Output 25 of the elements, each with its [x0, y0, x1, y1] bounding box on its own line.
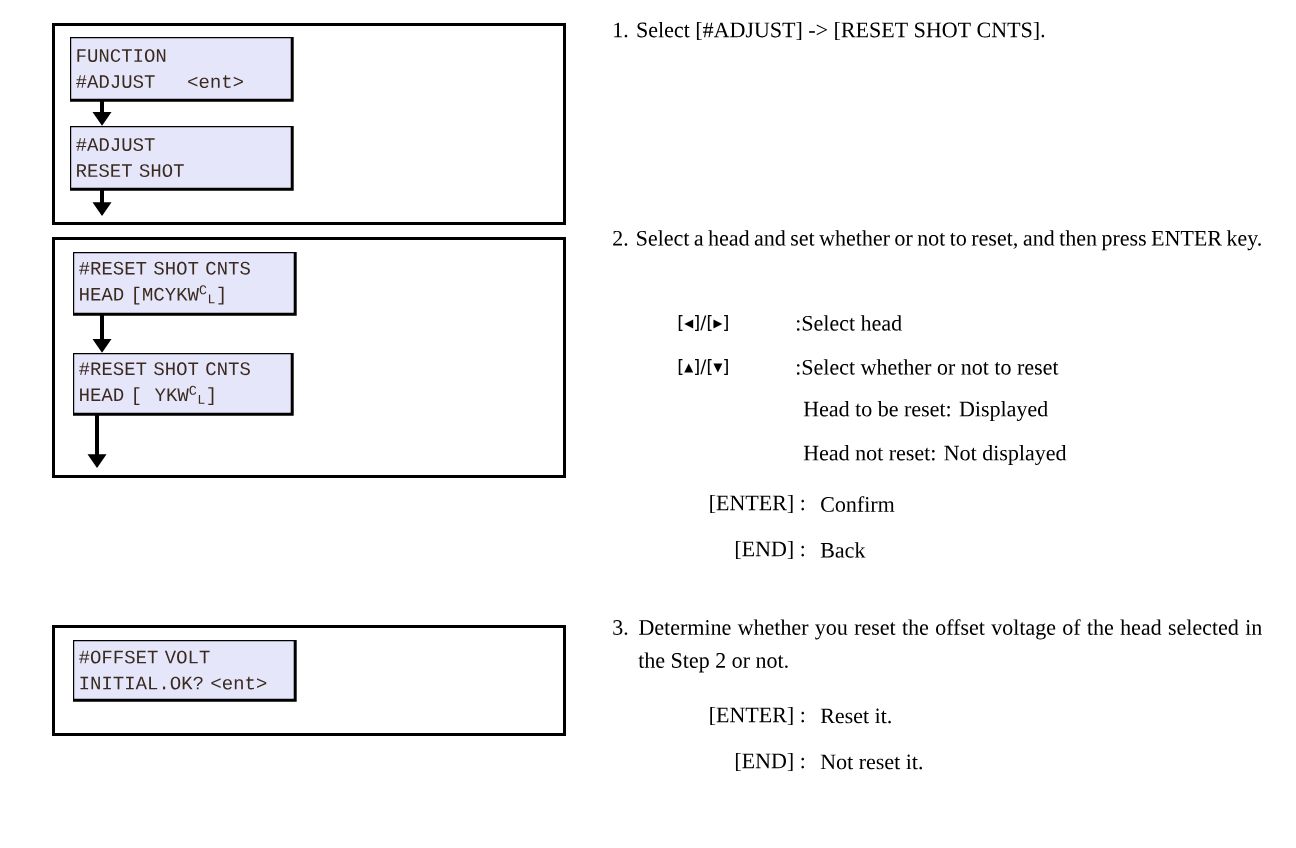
key-description: [END] :	[735, 752, 804, 772]
lcd-screen: FUNCTION #ADJUST <ent>	[70, 37, 294, 102]
screen-panel	[52, 237, 566, 478]
key-description: Head not reset: Not displayed	[803, 445, 1067, 465]
step-instruction: 2. Select a head and set whether or not to reset, and then press ENTER key.	[613, 230, 1261, 251]
lcd-screen: #RESET SHOT CNTS HEAD [MCYKW$^{C}$$_{L}$]	[73, 252, 297, 316]
key-description: Back	[820, 542, 866, 558]
key-description: Reset it.	[820, 708, 891, 724]
key-label: [◂]/[▸]	[678, 314, 728, 331]
key-description: Not reset it.	[820, 754, 922, 770]
key-description: Head to be reset: Displayed	[803, 401, 1048, 421]
lcd-screen: #ADJUST RESET SHOT	[70, 126, 294, 191]
key-label: [▴]/[▾]	[678, 358, 728, 375]
key-description: :Select whether or not to reset	[796, 359, 1059, 375]
key-description: :Select head	[796, 315, 902, 331]
key-description: [END] :	[735, 540, 804, 560]
key-description: [ENTER] :	[710, 494, 805, 514]
screen-panel	[52, 23, 566, 225]
screen-panel	[52, 625, 566, 736]
key-description: [ENTER] :	[710, 706, 805, 726]
key-description: Confirm	[821, 496, 895, 512]
key-description: 1. Select [#ADJUST] -> [RESET SHOT CNTS].	[614, 21, 1045, 41]
step-instruction: 3. Determine whether you reset the offset voltage of the head selected in the Step 2 or not.	[613, 619, 1262, 673]
lcd-screen: #RESET SHOT CNTS HEAD [ YKW$^{C}$$_{L}$]	[73, 353, 294, 416]
lcd-screen: #OFFSET VOLT INITIAL.OK? <ent>	[73, 640, 297, 702]
